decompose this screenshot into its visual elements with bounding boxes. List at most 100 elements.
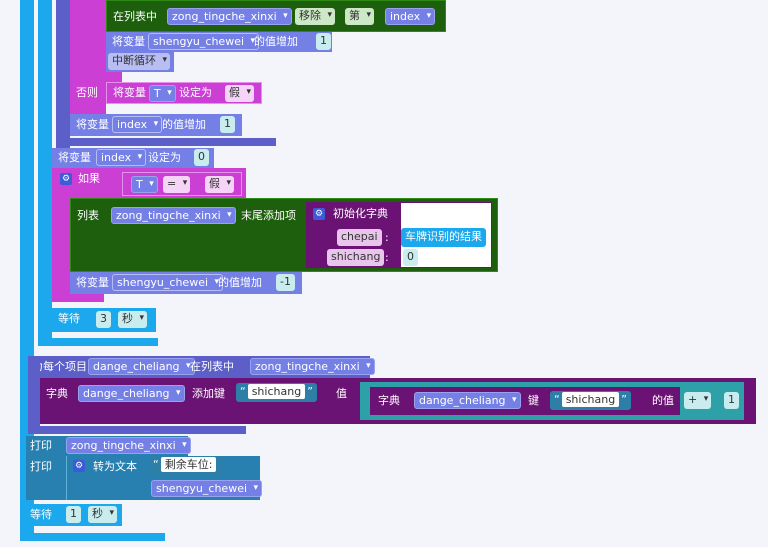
- if-label: 如果: [78, 172, 100, 185]
- number-input[interactable]: 0: [194, 149, 209, 166]
- foreach-label: 为每个项目: [32, 360, 87, 373]
- string-block[interactable]: “剩余车位:: [149, 456, 223, 475]
- set-to-label: 设定为: [148, 151, 181, 164]
- var-dropdown[interactable]: shengyu_chewei: [112, 274, 224, 291]
- remove-dropdown[interactable]: 移除: [295, 8, 335, 25]
- index-dropdown[interactable]: index: [112, 116, 163, 133]
- list-var-dropdown[interactable]: zong_tingche_xinxi: [167, 8, 292, 25]
- math-op-dropdown[interactable]: +: [684, 392, 712, 409]
- dict-init-block[interactable]: ⚙ 初始化字典 chepai : 车牌识别的结果 shichang : 0: [306, 202, 492, 268]
- dict-label: 字典: [378, 394, 400, 407]
- index-dropdown[interactable]: index: [96, 149, 147, 166]
- colon-label: :: [385, 231, 389, 244]
- dict-var-dropdown[interactable]: dange_cheliang: [414, 392, 521, 409]
- bool-false-dropdown[interactable]: 假: [205, 176, 234, 193]
- value-of-label: 的值: [652, 394, 674, 407]
- print-text-block[interactable]: 打印 ⚙ 转为文本 “剩余车位: shengyu_chewei: [26, 456, 263, 500]
- number-input[interactable]: 1: [66, 506, 81, 523]
- number-input[interactable]: 1: [724, 392, 739, 409]
- var-dropdown[interactable]: shengyu_chewei: [148, 33, 260, 50]
- in-list-label: 在列表中: [190, 360, 234, 373]
- dict-label: 字典: [46, 387, 68, 400]
- key-string-input[interactable]: shichang: [561, 392, 620, 407]
- set-var-label: 将变量: [76, 118, 109, 131]
- item-var-dropdown[interactable]: dange_cheliang: [88, 358, 195, 375]
- key-string-input[interactable]: shichang: [247, 384, 306, 399]
- wait-label: 等待: [58, 312, 80, 325]
- number-input[interactable]: -1: [276, 274, 295, 291]
- key-string-block[interactable]: “shichang”: [550, 391, 631, 410]
- set-var-label: 将变量: [113, 86, 146, 99]
- var-t-dropdown[interactable]: T: [149, 85, 176, 102]
- set-to-label: 设定为: [179, 86, 212, 99]
- foreach-spine: [28, 356, 40, 434]
- else-label: 否则: [76, 86, 98, 99]
- append-label: 末尾添加项: [241, 209, 296, 222]
- math-add-block[interactable]: 字典 dange_cheliang 键 “shichang” 的值 + 1: [360, 382, 744, 420]
- foreach-block[interactable]: 为每个项目 dange_cheliang 在列表中 zong_tingche_x…: [28, 356, 375, 378]
- else-block[interactable]: 否则: [70, 82, 106, 104]
- dict-get-block[interactable]: 字典 dange_cheliang 键 “shichang” 的值: [370, 387, 680, 415]
- plate-recognition-result[interactable]: 车牌识别的结果: [401, 228, 486, 247]
- wait-label: 等待: [30, 508, 52, 521]
- compare-block[interactable]: T = 假: [122, 172, 242, 196]
- wait-block-2[interactable]: 等待 1 秒: [26, 504, 122, 526]
- number-input[interactable]: 3: [96, 311, 111, 328]
- bool-false-dropdown[interactable]: 假: [225, 85, 254, 102]
- increase-label: 的值增加: [162, 118, 206, 131]
- key-input-shichang[interactable]: shichang: [327, 249, 385, 266]
- string-input[interactable]: 剩余车位:: [160, 457, 217, 472]
- set-var-label: 将变量: [58, 151, 91, 164]
- set-t-block[interactable]: 将变量 T 设定为 假: [106, 82, 262, 104]
- in-list-label: 在列表中: [113, 10, 157, 23]
- wait-block[interactable]: 等待 3 秒: [52, 308, 156, 332]
- set-var-label: 将变量: [112, 35, 145, 48]
- outer-loop-bottom: [20, 533, 165, 541]
- operator-dropdown[interactable]: =: [163, 176, 191, 193]
- increase-label: 的值增加: [254, 35, 298, 48]
- set-index-block[interactable]: 将变量 index 设定为 0: [52, 148, 214, 168]
- while-loop-bottom: [38, 338, 158, 346]
- break-block[interactable]: 中断循环: [106, 52, 174, 72]
- key-string-block[interactable]: “shichang”: [236, 383, 317, 402]
- quote-open: “: [240, 385, 246, 398]
- dict-var-dropdown[interactable]: dange_cheliang: [78, 385, 185, 402]
- list-remove-block[interactable]: 在列表中 zong_tingche_xinxi 移除 第 index: [106, 0, 446, 32]
- value-label: 值: [336, 387, 347, 400]
- if-block-spine[interactable]: [52, 168, 70, 298]
- to-text-label: 转为文本: [93, 460, 137, 473]
- unit-dropdown[interactable]: 秒: [118, 311, 147, 328]
- while-loop-block[interactable]: [38, 0, 52, 345]
- key-label: 键: [528, 394, 539, 407]
- break-dropdown[interactable]: 中断循环: [108, 53, 170, 70]
- set-var-label: 将变量: [76, 276, 109, 289]
- number-input[interactable]: 1: [220, 116, 235, 133]
- print-label: 打印: [30, 460, 52, 473]
- increment-index-block[interactable]: 将变量 index 的值增加 1: [70, 114, 242, 136]
- list-label: 列表: [77, 209, 99, 222]
- repeat-loop-block[interactable]: [56, 0, 70, 150]
- decrement-block[interactable]: 将变量 shengyu_chewei 的值增加 -1: [70, 272, 302, 294]
- print-block[interactable]: 打印 zong_tingche_xinxi: [26, 436, 191, 456]
- unit-dropdown[interactable]: 秒: [88, 506, 117, 523]
- key-input-chepai[interactable]: chepai: [337, 229, 382, 246]
- gear-icon[interactable]: ⚙: [73, 460, 85, 472]
- to-text-block[interactable]: ⚙ 转为文本 “剩余车位: shengyu_chewei: [66, 456, 263, 500]
- increment-block[interactable]: 将变量 shengyu_chewei 的值增加 1: [106, 32, 332, 52]
- var-dropdown[interactable]: shengyu_chewei: [151, 480, 263, 497]
- index-var-dropdown[interactable]: index: [385, 8, 436, 25]
- list-var-dropdown[interactable]: zong_tingche_xinxi: [250, 358, 375, 375]
- number-input[interactable]: 1: [316, 33, 331, 50]
- nth-dropdown[interactable]: 第: [345, 8, 374, 25]
- list-var-dropdown[interactable]: zong_tingche_xinxi: [111, 207, 236, 224]
- colon-label: :: [385, 251, 389, 264]
- number-input[interactable]: 0: [403, 249, 418, 266]
- foreach-bottom: [28, 426, 246, 434]
- var-t-dropdown[interactable]: T: [131, 176, 158, 193]
- print-label: 打印: [30, 439, 52, 452]
- list-var-dropdown[interactable]: zong_tingche_xinxi: [66, 437, 191, 454]
- quote-close: ”: [307, 385, 313, 398]
- gear-icon[interactable]: ⚙: [313, 208, 325, 220]
- gear-icon[interactable]: ⚙: [60, 173, 72, 185]
- quote-close: ”: [621, 393, 627, 406]
